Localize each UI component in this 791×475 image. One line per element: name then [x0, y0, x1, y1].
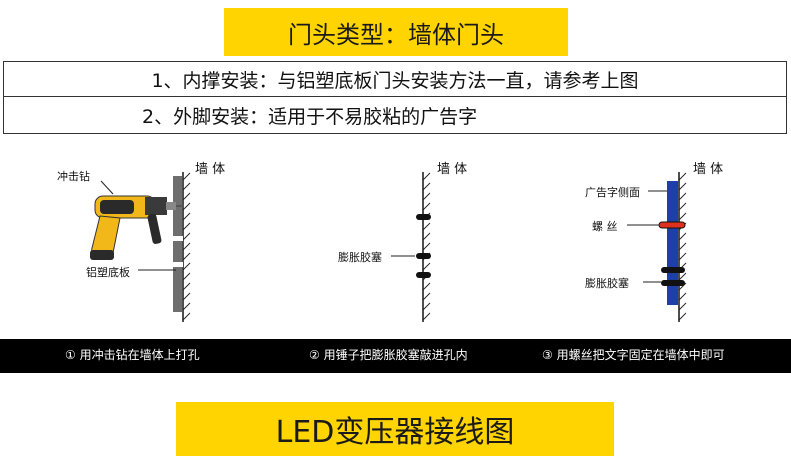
drill-label: 冲击钻 [57, 170, 90, 183]
board-label: 铝塑底板 [86, 266, 130, 279]
wall-label-3: 墙 体 [693, 162, 724, 177]
caption-step-2: ② 用锤子把膨胀胶塞敲进孔内 [309, 348, 468, 362]
screw-icon [658, 221, 686, 229]
screw-label: 螺 丝 [592, 220, 618, 233]
wall-1 [182, 172, 191, 322]
wall-anchors-2 [416, 214, 431, 278]
anchor-label-3: 膨胀胶塞 [585, 277, 629, 290]
note-row-1: 1、内撑安装：与铝塑底板门头安装方法一直，请参考上图 [3, 61, 787, 97]
wall-2 [422, 172, 431, 322]
wall-label-2: 墙 体 [437, 162, 468, 177]
caption-bar [0, 339, 791, 373]
anchor-label-2: 膨胀胶塞 [338, 251, 382, 264]
wall-anchors-3 [661, 267, 685, 286]
impact-drill-icon [90, 195, 184, 260]
top-banner-title: 门头类型：墙体门头 [224, 8, 568, 56]
letter-side-label: 广告字侧面 [585, 186, 640, 199]
wall-3 [678, 172, 687, 322]
note-row-2: 2、外脚安装：适用于不易胶粘的广告字 [3, 97, 787, 134]
bottom-banner-title: LED变压器接线图 [176, 402, 614, 456]
aluminum-board [173, 176, 182, 312]
caption-step-1: ① 用冲击钻在墙体上打孔 [65, 348, 200, 362]
caption-step-3: ③ 用螺丝把文字固定在墙体中即可 [542, 348, 725, 362]
wall-label-1: 墙 体 [195, 162, 226, 177]
letter-side-panel [667, 181, 678, 305]
